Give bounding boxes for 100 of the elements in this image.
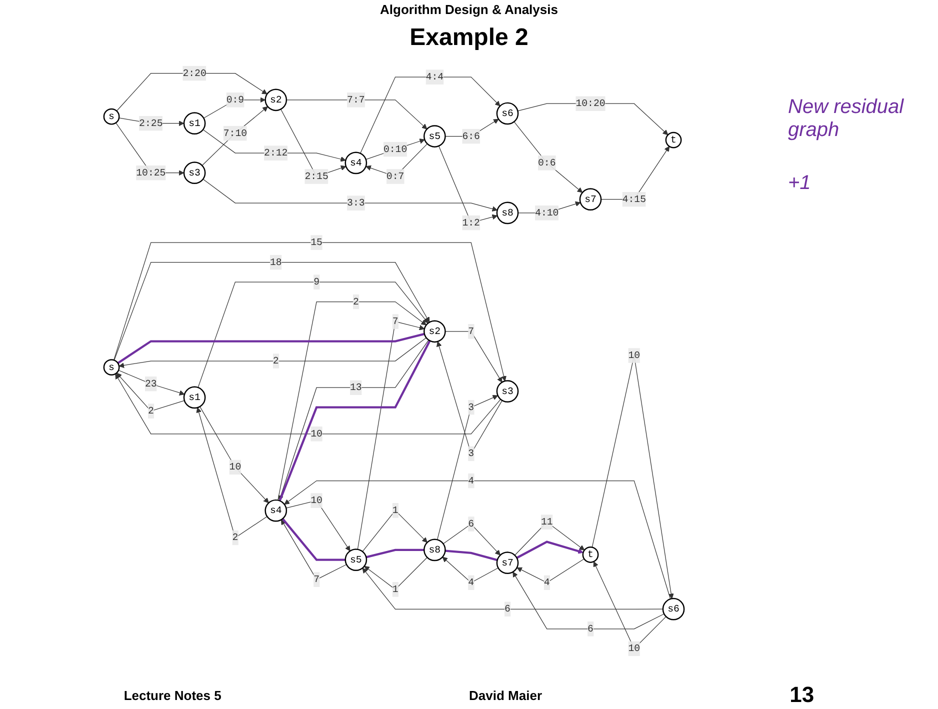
arrow bbox=[281, 519, 347, 580]
node-circle: s2 bbox=[424, 320, 446, 343]
node-circle: s8 bbox=[496, 202, 519, 224]
arrow bbox=[286, 500, 350, 552]
arrow bbox=[284, 480, 671, 600]
arrow bbox=[600, 146, 670, 200]
edge-label: 10 bbox=[628, 350, 640, 362]
node-circle: t bbox=[582, 546, 599, 563]
node-circle: s8 bbox=[424, 538, 446, 562]
header-text: Algorithm Design & Analysis bbox=[380, 2, 558, 17]
edge-label: 2:15 bbox=[304, 170, 328, 182]
arrow bbox=[196, 407, 268, 538]
title: Example 2 bbox=[408, 24, 530, 53]
edge-label: 10 bbox=[628, 643, 640, 654]
arrow bbox=[444, 331, 502, 383]
edge-label: 2 bbox=[148, 405, 154, 417]
edge-label: 18 bbox=[270, 256, 282, 268]
arrow bbox=[200, 406, 269, 504]
arrow bbox=[116, 73, 268, 112]
connector bbox=[445, 550, 498, 562]
node-circle: s5 bbox=[344, 548, 368, 571]
edge-label: 6 bbox=[588, 623, 594, 634]
edge-label: 4 bbox=[544, 577, 550, 588]
node-circle: s4 bbox=[344, 152, 368, 174]
edge-label: 7 bbox=[314, 574, 320, 586]
arrow bbox=[202, 129, 346, 162]
node-circle: s4 bbox=[264, 499, 288, 522]
arrow bbox=[278, 301, 426, 501]
footer-text: David Maier bbox=[469, 688, 542, 702]
connector bbox=[117, 332, 425, 364]
arrow bbox=[114, 242, 506, 382]
arrow bbox=[116, 372, 185, 412]
edge-label: 3:3 bbox=[347, 198, 365, 209]
arrow bbox=[362, 568, 664, 610]
edge-label: 6 bbox=[468, 518, 474, 530]
node-circle: s1 bbox=[183, 386, 206, 409]
arrow bbox=[514, 121, 583, 193]
arrow bbox=[436, 395, 498, 540]
edge-label: 7 bbox=[392, 316, 398, 328]
handwritten-note: New residual graph bbox=[788, 96, 905, 142]
edge-label: 2 bbox=[232, 532, 238, 544]
edge-label: 2:12 bbox=[264, 147, 288, 159]
arrow bbox=[516, 540, 584, 559]
node-circle: s6 bbox=[662, 598, 685, 620]
edge-label: 4:10 bbox=[535, 207, 559, 218]
arrow bbox=[442, 524, 501, 556]
edge-label: 7:7 bbox=[347, 94, 365, 106]
edge-label: 0:6 bbox=[538, 157, 556, 168]
edge-label: 10:25 bbox=[136, 167, 166, 178]
edge-label: 3 bbox=[468, 402, 474, 413]
arrow bbox=[198, 282, 428, 388]
arrow bbox=[357, 321, 425, 550]
edge-label: 6 bbox=[504, 604, 510, 615]
edge-label: 2:25 bbox=[139, 118, 163, 129]
arrow bbox=[202, 178, 498, 212]
connector bbox=[366, 548, 424, 558]
arrow bbox=[512, 572, 664, 630]
footer-text: Lecture Notes 5 bbox=[124, 688, 222, 702]
arrow bbox=[516, 558, 584, 583]
node-circle: s3 bbox=[496, 380, 519, 402]
edge-label: 6:6 bbox=[462, 130, 480, 142]
arrow bbox=[118, 370, 185, 396]
edge-label: 15 bbox=[310, 236, 322, 248]
node-circle: s3 bbox=[183, 162, 206, 184]
edge-label: 23 bbox=[144, 378, 157, 390]
arrow bbox=[114, 262, 430, 361]
edge-label: 7:10 bbox=[223, 128, 248, 139]
edge-label: 1 bbox=[392, 584, 398, 595]
arrow bbox=[118, 337, 427, 368]
page-number: 13 bbox=[790, 682, 814, 708]
arrow bbox=[118, 118, 184, 126]
edge-label: 10:20 bbox=[576, 98, 606, 110]
edge-label: 13 bbox=[350, 382, 362, 394]
edge-label: 2 bbox=[272, 355, 279, 367]
edge-label: 9 bbox=[314, 276, 320, 288]
edge-label: 4 bbox=[468, 577, 474, 588]
node-circle: s6 bbox=[496, 102, 519, 125]
edge-label: 11 bbox=[540, 516, 553, 528]
edge-label: 10 bbox=[310, 428, 322, 440]
edge-label: 0:7 bbox=[386, 170, 404, 182]
arrow bbox=[366, 138, 425, 160]
arrow bbox=[442, 556, 499, 583]
edge-label: 10 bbox=[229, 462, 242, 473]
node-circle: s5 bbox=[424, 125, 446, 148]
edge-label: 1:2 bbox=[462, 217, 480, 228]
edge-label: 10 bbox=[310, 495, 322, 506]
arrow bbox=[286, 100, 428, 130]
edge-label: 0:9 bbox=[226, 94, 244, 106]
connector bbox=[282, 518, 346, 561]
edge-label: 0:10 bbox=[383, 144, 408, 155]
arrow bbox=[115, 374, 501, 434]
node-circle: s1 bbox=[183, 112, 206, 135]
handwritten-note: +1 bbox=[788, 172, 812, 195]
edge-label: 7 bbox=[468, 326, 474, 337]
edge-label: 2:20 bbox=[182, 68, 206, 79]
arrow bbox=[202, 106, 268, 166]
edge-label: 4:15 bbox=[622, 194, 646, 205]
edge-label: 4 bbox=[468, 475, 474, 486]
edge-label: 3 bbox=[468, 448, 474, 460]
node-circle: s7 bbox=[579, 188, 602, 211]
